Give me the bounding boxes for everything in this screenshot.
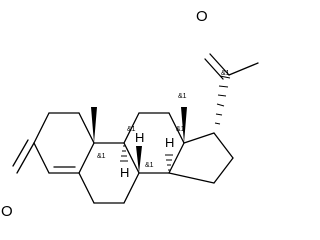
bond-c15-c14 xyxy=(168,172,215,184)
stereo-label-c13: &1 xyxy=(178,93,187,100)
bond-c17-c16 xyxy=(213,132,234,159)
bond-c7-c8 xyxy=(123,172,140,204)
ring-c xyxy=(123,112,185,174)
ring-a xyxy=(12,112,95,174)
stereo-label-c10: &1 xyxy=(97,153,106,160)
bond-c13-c14 xyxy=(168,142,185,174)
wedge-c8-h xyxy=(136,146,142,173)
bond-c2-c3 xyxy=(33,112,50,144)
hash-c17-c20-2 xyxy=(214,122,221,125)
bond-c20-o-double xyxy=(204,58,224,80)
bond-c20-c21 xyxy=(228,62,259,76)
bond-c10-c1 xyxy=(78,112,95,144)
hash-c17-c20-3 xyxy=(215,113,223,116)
wedge-c13-methyl xyxy=(181,107,187,143)
hash-c17-c20-7 xyxy=(219,75,231,79)
h-c9-bond xyxy=(120,145,128,162)
bond-c8-c9 xyxy=(123,142,140,174)
stereo-label-c17: &1 xyxy=(221,70,230,77)
bond-c13-c17 xyxy=(183,132,215,144)
bond-c5-c10 xyxy=(78,142,95,174)
h-c9-label: H xyxy=(120,165,129,180)
ring-d xyxy=(168,132,234,184)
bond-c5-c6 xyxy=(78,172,95,204)
stereo-label-c14: &1 xyxy=(176,126,185,133)
hash-c17-c20-6 xyxy=(218,85,229,88)
bond-c3-c4 xyxy=(33,142,50,174)
bond-c12-c13 xyxy=(168,112,185,144)
progesterone-structure: O O H H H &1 &1 &1 &1 &1 &1 xyxy=(1,8,259,218)
stereo-label-c8: &1 xyxy=(145,162,154,169)
hash-c17-c20-4 xyxy=(216,103,225,107)
h-c14-label: H xyxy=(165,135,174,150)
h-c8-label: H xyxy=(135,130,144,145)
stereo-label-c9: &1 xyxy=(127,126,136,133)
bond-c3-o xyxy=(16,142,35,174)
bond-c9-c11 xyxy=(123,112,140,144)
bond-c16-c15 xyxy=(213,157,234,184)
hash-c17-c20-5 xyxy=(217,94,227,97)
acetyl-group xyxy=(204,53,259,125)
bond-c20-o xyxy=(209,53,230,76)
ring-b xyxy=(78,142,140,204)
acetyl-oxygen-label: O xyxy=(196,8,208,25)
bond-c3-o-double xyxy=(12,139,29,167)
wedge-c10-methyl xyxy=(91,107,97,143)
ketone-oxygen-label: O xyxy=(1,203,13,218)
h-c14-bond xyxy=(165,154,173,171)
